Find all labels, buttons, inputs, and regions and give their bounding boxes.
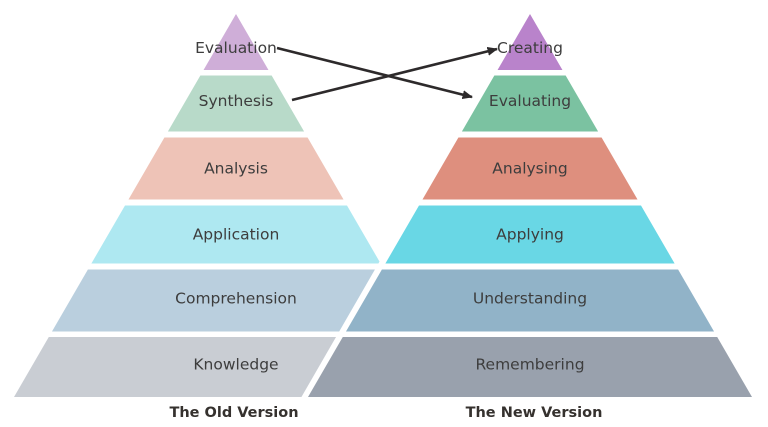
pyramid-new-band-2 [422, 137, 638, 200]
pyramid-old-label-4: Comprehension [175, 290, 297, 308]
pyramid-new-version: CreatingEvaluatingAnalysingApplyingUnder… [300, 0, 760, 400]
pyramid-old-band-2 [128, 137, 344, 200]
pyramid-new-band-5 [308, 337, 752, 397]
pyramid-new-band-3 [385, 205, 675, 264]
pyramid-new-label-5: Remembering [475, 356, 584, 374]
pyramid-old-label-3: Application [193, 226, 280, 244]
pyramid-old-label-1: Synthesis [199, 92, 274, 110]
pyramid-old-label-2: Analysis [204, 160, 268, 178]
pyramid-new-label-3: Applying [496, 226, 564, 244]
pyramid-old-label-5: Knowledge [193, 356, 278, 374]
pyramid-new-label-1: Evaluating [489, 92, 571, 110]
pyramid-new-label-2: Analysing [492, 160, 567, 178]
pyramid-old-label-0: Evaluation [195, 39, 277, 57]
pyramid-new-band-0 [497, 14, 563, 70]
arrow-synthesis-to-creating [291, 46, 498, 102]
pyramid-new-band-1 [461, 75, 599, 132]
pyramid-captions: The Old Version The New Version [169, 405, 602, 421]
pyramid-old-caption: The Old Version [169, 405, 298, 421]
pyramid-old-band-0 [203, 14, 269, 70]
pyramid-new-label-0: Creating [497, 39, 563, 57]
pyramid-new-band-4 [345, 269, 715, 332]
pyramid-new-label-4: Understanding [473, 290, 587, 308]
pyramid-old-band-1 [167, 75, 305, 132]
pyramid-old-band-4 [51, 269, 421, 332]
arrow-evaluation-to-evaluating [276, 46, 473, 100]
pyramid-new-caption: The New Version [466, 405, 603, 421]
pyramid-old-band-3 [91, 205, 381, 264]
mapping-arrows [276, 46, 498, 102]
